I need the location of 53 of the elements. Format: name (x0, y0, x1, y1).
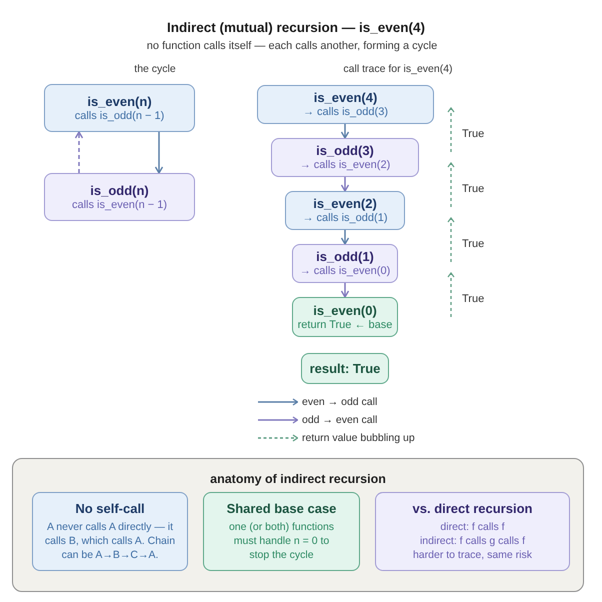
return-arrow (74, 131, 84, 173)
function-name: is_even(2) (313, 196, 377, 212)
card-text: one (or both) functions must handle n = 0 to stop the cycle (228, 520, 336, 562)
call-box (271, 138, 419, 177)
card-text: direct: f calls f (440, 520, 505, 534)
call-note: → calls is_odd(1) (302, 212, 388, 225)
call-arrow (340, 177, 350, 192)
call-box (292, 244, 398, 283)
info-card (32, 492, 188, 571)
call-box (257, 85, 434, 124)
info-panel (12, 458, 584, 592)
legend-label: even → odd call (302, 395, 378, 409)
function-name: is_odd(n) (90, 182, 149, 198)
subtitle: no function calls itself — each calls another, forming a cycle (146, 39, 438, 53)
panel-title: anatomy of indirect recursion (210, 471, 386, 487)
card-title: Shared base case (226, 501, 336, 517)
call-note: → calls is_even(2) (300, 159, 390, 172)
call-arrow (340, 283, 350, 298)
result-box (301, 353, 389, 384)
base-case-box (292, 297, 398, 337)
card-text: indirect: f calls g calls f (420, 534, 526, 548)
function-box (44, 173, 195, 221)
info-card (203, 492, 360, 571)
result-text: result: True (310, 360, 380, 376)
call-box (285, 191, 405, 230)
call-note: calls is_odd(n − 1) (74, 110, 164, 122)
call-note: calls is_even(n − 1) (72, 198, 168, 212)
legend-label: odd → even call (302, 413, 378, 427)
card-text: A never calls A directly — it calls B, which calls A. Chain can be A→B→C→A. (44, 520, 176, 562)
legend-label: return value bubbling up (302, 431, 415, 445)
return-value-label: True (462, 292, 486, 306)
return-value-label: True (462, 127, 486, 141)
info-card (375, 492, 570, 571)
card-title: vs. direct recursion (412, 501, 532, 517)
return-value-label: True (462, 182, 486, 196)
call-arrow (340, 124, 350, 139)
call-note: → calls is_odd(3) (303, 106, 388, 119)
call-note: return True ← base (298, 318, 392, 332)
section-label: the cycle (133, 62, 177, 76)
call-note: → calls is_even(0) (300, 265, 390, 278)
function-name: is_odd(1) (316, 249, 374, 265)
function-name: is_even(n) (87, 94, 152, 110)
function-box (44, 84, 195, 132)
function-name: is_even(0) (313, 302, 377, 318)
diagram-title: Indirect (mutual) recursion — is_even(4) (166, 19, 426, 36)
card-text: harder to trace, same risk (412, 548, 532, 562)
section-label: call trace for is_even(4) (342, 62, 454, 76)
function-name: is_even(4) (314, 90, 378, 106)
function-name: is_odd(3) (316, 143, 374, 159)
call-arrow (154, 132, 164, 174)
card-title: No self-call (75, 501, 145, 517)
return-value-label: True (462, 237, 486, 251)
call-arrow (340, 230, 350, 245)
